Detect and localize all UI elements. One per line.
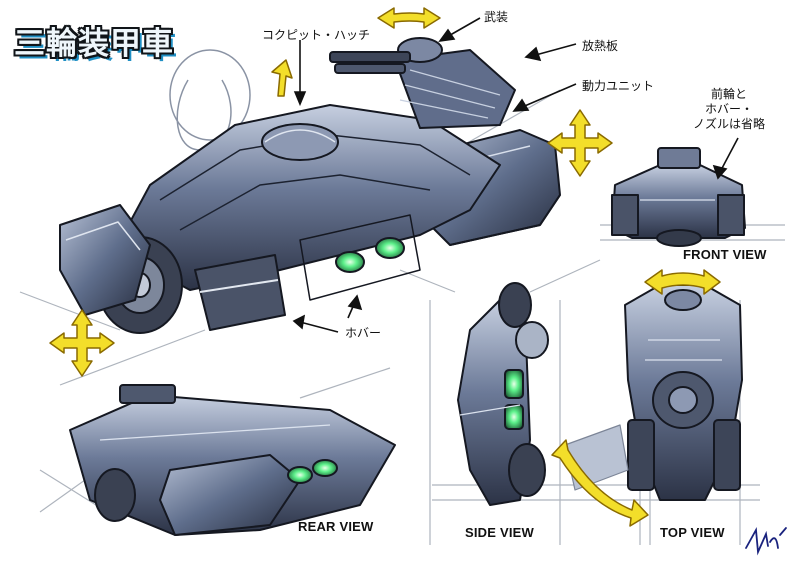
curved-arrow-icon	[551, 439, 649, 527]
label-weapon: 武装	[484, 10, 509, 24]
label-power-unit: 動力ユニット	[582, 79, 655, 93]
side-view-caption: SIDE VIEW	[465, 525, 534, 540]
front-view-illustration	[611, 147, 746, 247]
front-view-caption: FRONT VIEW	[683, 247, 767, 262]
omission-note-line-2: ホバー・	[704, 102, 753, 116]
top-view-caption: TOP VIEW	[660, 525, 725, 540]
curved-arrow-icon	[644, 269, 721, 295]
top-view-illustration	[564, 284, 743, 501]
callout-leaders	[292, 17, 739, 333]
four-way-arrow-icon	[49, 309, 115, 377]
omission-note-line-3: ノズルは省略	[692, 117, 765, 131]
label-cockpit-hatch: コクピット・ハッチ	[262, 28, 371, 42]
motion-arrows	[49, 7, 721, 527]
label-hover: ホバー	[345, 326, 382, 340]
side-view-illustration	[457, 282, 549, 506]
label-heat-sink: 放熱板	[582, 39, 619, 53]
page-title: 三輪装甲車	[14, 26, 174, 62]
artist-signature	[745, 527, 787, 556]
up-arrow-icon	[271, 59, 293, 97]
omission-note-line-1: 前輪と	[710, 87, 747, 101]
omission-note: 前輪と ホバー・ ノズルは省略	[684, 87, 774, 132]
four-way-arrow-icon	[547, 109, 613, 177]
curved-arrow-icon	[377, 7, 441, 29]
rear-view-illustration	[69, 384, 396, 536]
rear-view-caption: REAR VIEW	[298, 519, 374, 534]
main-vehicle-illustration	[59, 37, 561, 334]
